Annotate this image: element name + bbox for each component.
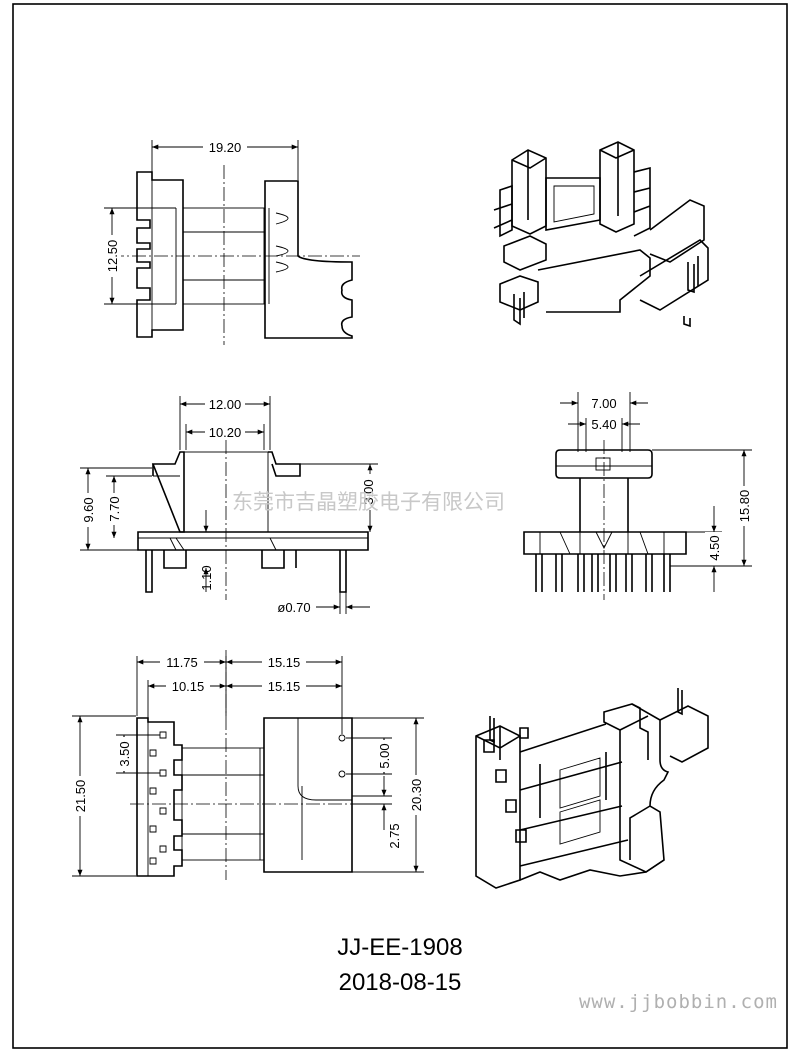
front-view: 12.00 10.20 9.60 7.70 3.00 1.10 ø0.70 [80,396,378,615]
iso-view-top [493,141,709,328]
dim-top-width: 19.20 [209,140,242,155]
dim-bottom-right-inner: 15.15 [268,679,301,694]
dim-front-inner-width: 10.20 [209,425,242,440]
dim-bottom-left-inner: 10.15 [172,679,205,694]
dim-bottom-right-outer: 15.15 [268,655,301,670]
dim-bottom-total-height: 21.50 [73,780,88,813]
dim-side-total-height: 15.80 [737,490,752,523]
dim-front-total-height: 9.60 [81,497,96,522]
watermark-text: 东莞市吉晶塑胶电子有限公司 [232,491,505,514]
drawing-border [12,3,788,1049]
drawing-date: 2018-08-15 [339,969,462,996]
dim-bottom-pin-pitch: 3.50 [117,741,132,766]
dim-front-body-height: 7.70 [107,496,122,521]
dim-front-outer-width: 12.00 [209,397,242,412]
dim-front-flange-height: 3.00 [361,479,376,504]
dim-pin-diameter: ø0.70 [277,600,310,615]
side-view: 7.00 5.40 15.80 4.50 [523,392,752,600]
dim-side-pin-length: 4.50 [707,535,722,560]
iso-view-bottom [475,688,709,889]
dim-front-pin-offset: 1.10 [199,565,214,590]
dim-bottom-left-outer: 11.75 [166,655,198,670]
dim-side-outer-width: 7.00 [591,396,616,411]
dim-bottom-right-height: 20.30 [409,779,424,812]
website-text: www.jjbobbin.com [579,991,778,1013]
dim-bottom-slot-offset: 2.75 [387,823,402,848]
dim-bottom-slot-height: 5.00 [377,743,392,768]
part-number: JJ-EE-1908 [337,934,462,961]
dim-side-inner-width: 5.40 [591,417,616,432]
top-view: 19.20 12.50 [104,138,360,345]
bottom-view: 11.75 15.15 10.15 15.15 21.50 3.50 20.30… [72,650,424,880]
dim-top-height: 12.50 [105,240,120,273]
